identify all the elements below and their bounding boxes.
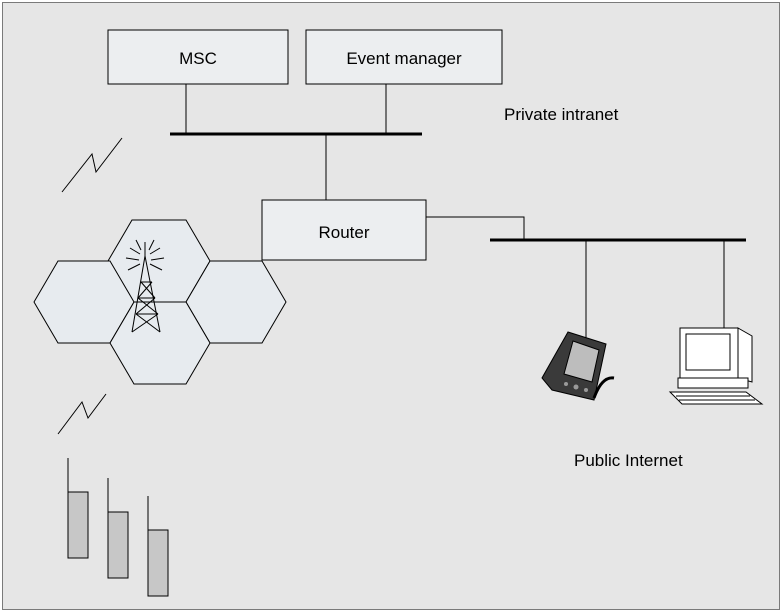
public-internet-bus [426, 216, 746, 344]
event-manager-label: Event manager [346, 49, 462, 68]
desktop-computer-icon [668, 327, 764, 405]
cellular-cells [33, 219, 287, 385]
public-internet-label: Public Internet [574, 451, 683, 470]
mobile-radio-icon [107, 478, 129, 579]
msc-label: MSC [179, 49, 217, 68]
private-intranet-label: Private intranet [504, 105, 619, 124]
router-node: Router [261, 199, 427, 261]
event-manager-node: Event manager [305, 29, 503, 85]
msc-node: MSC [107, 29, 289, 85]
pda-icon [541, 331, 615, 401]
cell-bottom [109, 301, 211, 385]
wireless-link-icon [57, 393, 107, 435]
cell-tower-icon [125, 239, 165, 333]
wireless-link-icon [61, 137, 123, 193]
router-label: Router [318, 223, 369, 242]
private-intranet-bus [170, 84, 422, 200]
mobile-radio-icon [147, 496, 169, 597]
mobile-radio-icon [67, 458, 89, 559]
